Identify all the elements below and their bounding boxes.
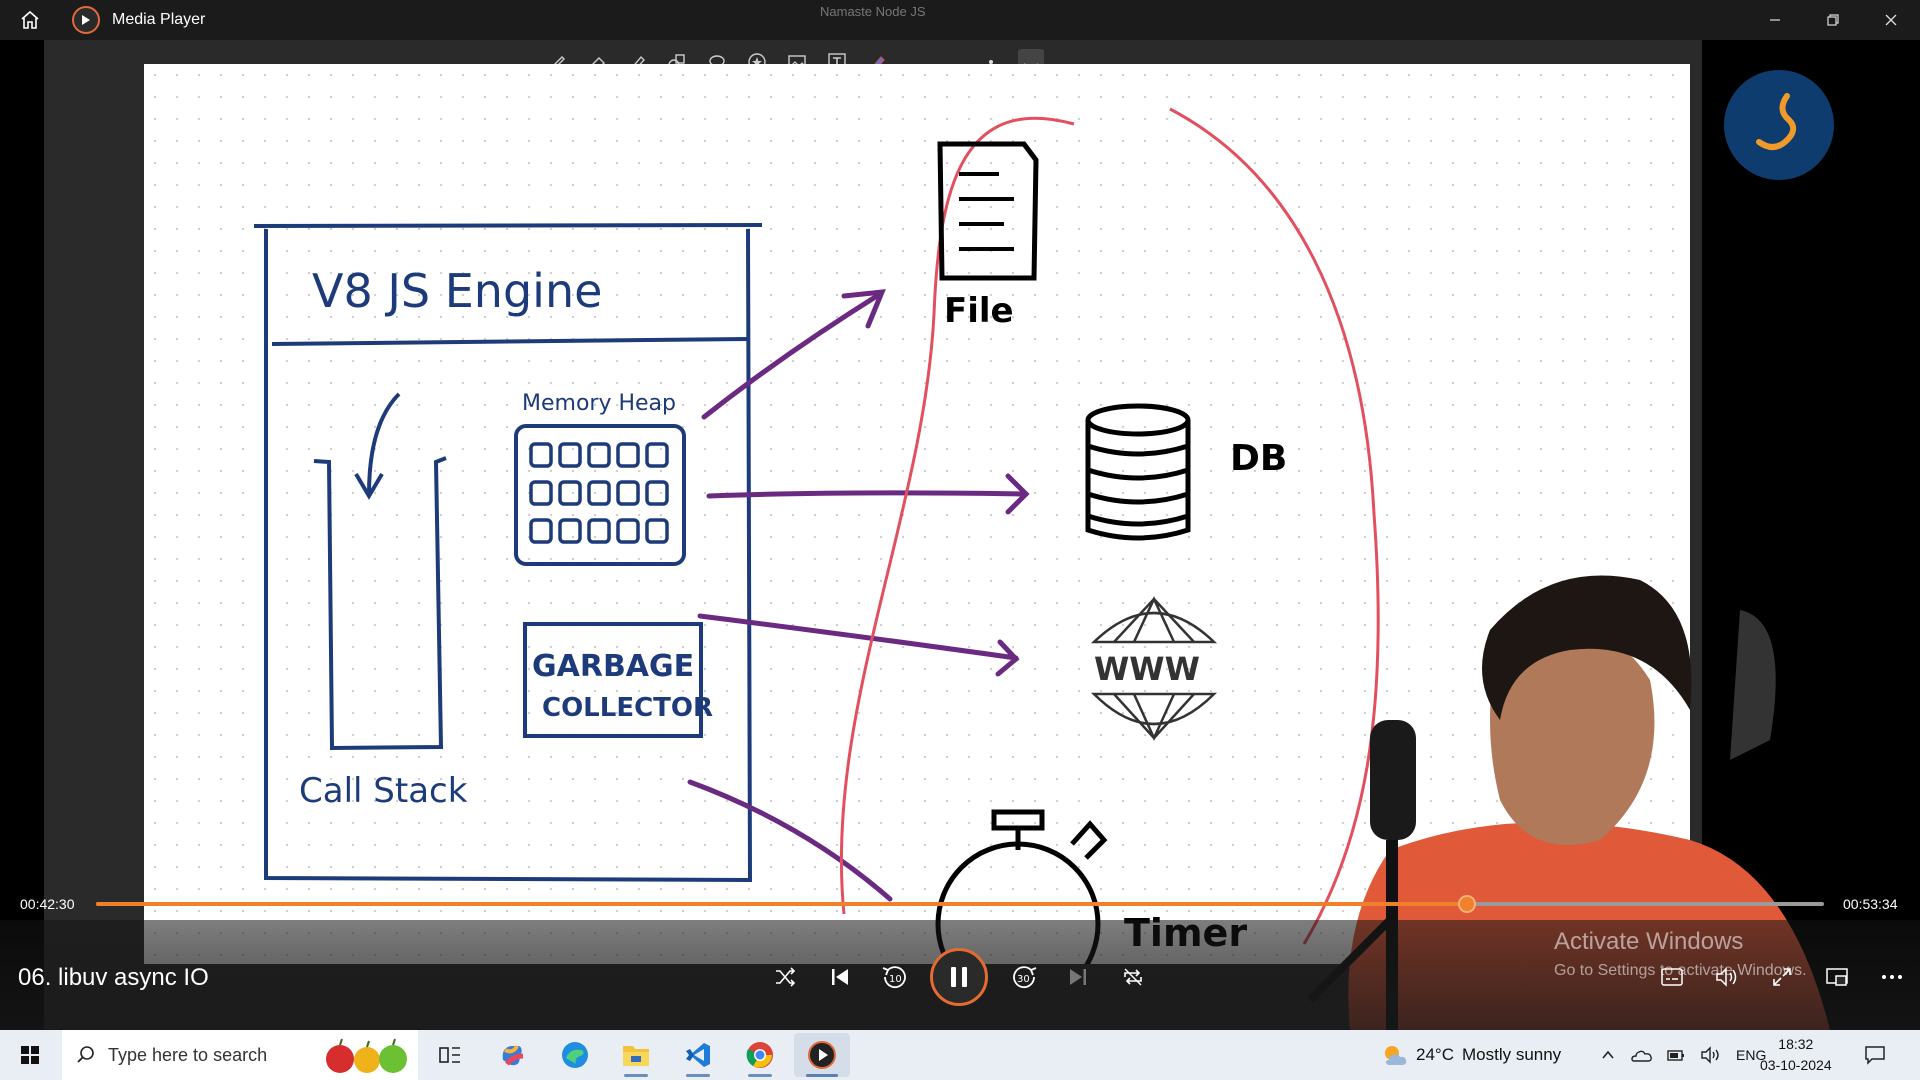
www-label: WWW	[1094, 650, 1200, 688]
edge-browser-icon[interactable]	[547, 1033, 603, 1077]
call-stack-box	[313, 392, 447, 751]
seek-progress	[96, 902, 1467, 906]
subtitles-button[interactable]	[1652, 957, 1692, 997]
close-button[interactable]	[1862, 0, 1920, 40]
battery-icon[interactable]	[1666, 1047, 1686, 1063]
rewind-seconds: 10	[889, 974, 902, 985]
whiteboard-canvas: V8 JS Engine Call Stack Memory Heap	[144, 64, 1690, 964]
minimize-button[interactable]	[1746, 0, 1804, 40]
watermark-line2: Go to Settings to activate Windows.	[1554, 962, 1807, 979]
taskbar-search-box[interactable]: Type here to search	[62, 1030, 418, 1080]
memory-heap-box	[514, 424, 686, 566]
windows-start-icon[interactable]	[8, 1030, 52, 1080]
video-area[interactable]: V8 JS Engine Call Stack Memory Heap	[0, 40, 1920, 1030]
forward-button[interactable]: 30	[1004, 957, 1044, 997]
dot-size-icon	[978, 49, 1004, 75]
media-title: 06. libuv async IO	[18, 964, 209, 991]
total-time: 00:53:34	[1843, 896, 1898, 912]
next-button[interactable]	[1058, 957, 1098, 997]
title-bar: Media Player Namaste Node JS	[0, 0, 1920, 40]
rewind-button[interactable]: 10	[875, 957, 915, 997]
volume-button[interactable]	[1707, 957, 1747, 997]
active-indicator	[806, 1074, 838, 1077]
chrome-browser-icon[interactable]	[732, 1033, 788, 1077]
taskbar-clock[interactable]: 18:32 03-10-2024	[1760, 1034, 1832, 1076]
restore-button[interactable]	[1804, 0, 1862, 40]
garbage-collector-box	[523, 622, 703, 738]
taskbar: Type here to search 24°C Mostly sunny EN…	[0, 1030, 1920, 1080]
home-icon[interactable]	[10, 0, 50, 40]
window-center-title: Namaste Node JS	[820, 4, 926, 19]
running-indicator	[624, 1074, 648, 1077]
watermark-line1: Activate Windows	[1554, 928, 1744, 955]
search-icon	[77, 1046, 94, 1063]
fullscreen-button[interactable]	[1762, 957, 1802, 997]
gc-label-line2: COLLECTOR	[542, 693, 713, 723]
task-view-icon[interactable]	[422, 1033, 478, 1077]
media-player-icon	[72, 6, 100, 34]
file-explorer-icon[interactable]	[608, 1033, 664, 1077]
file-icon	[937, 141, 1039, 281]
weather-widget[interactable]: 24°C Mostly sunny	[1380, 1030, 1561, 1080]
db-label: DB	[1230, 438, 1287, 479]
seek-thumb[interactable]	[1458, 895, 1476, 913]
media-player-taskbar-icon[interactable]	[794, 1033, 850, 1077]
libuv-boundary	[839, 107, 1380, 945]
copilot-icon[interactable]	[484, 1033, 540, 1077]
forward-seconds: 30	[1017, 974, 1030, 985]
app-title: Media Player	[112, 11, 206, 28]
search-placeholder: Type here to search	[108, 1044, 268, 1065]
notifications-icon[interactable]	[1864, 1030, 1886, 1080]
clock-time: 18:32	[1778, 1036, 1814, 1052]
weather-temp: 24°C	[1416, 1045, 1454, 1064]
miniplayer-button[interactable]	[1817, 957, 1857, 997]
io-arrows	[687, 289, 1030, 902]
system-tray: ENG	[1600, 1030, 1766, 1080]
more-options-button[interactable]	[1872, 957, 1912, 997]
speaker-icon[interactable]	[1700, 1046, 1722, 1064]
www-globe-icon	[1090, 596, 1218, 742]
channel-logo	[1724, 70, 1834, 180]
weather-sun-cloud-icon	[1385, 1046, 1407, 1065]
previous-button[interactable]	[820, 957, 860, 997]
gc-label-line1: GARBAGE	[532, 649, 694, 684]
vscode-icon[interactable]	[670, 1033, 726, 1077]
running-indicator	[748, 1074, 772, 1077]
engine-title: V8 JS Engine	[312, 264, 602, 318]
running-indicator	[686, 1074, 710, 1077]
onedrive-cloud-icon[interactable]	[1630, 1047, 1652, 1063]
pause-button[interactable]	[930, 948, 988, 1006]
recorded-app-frame: V8 JS Engine Call Stack Memory Heap	[44, 40, 1702, 1030]
chevron-up-icon[interactable]	[1600, 1047, 1616, 1063]
fruit-icon	[326, 1038, 407, 1073]
call-stack-label: Call Stack	[299, 771, 468, 811]
activate-windows-watermark: Activate Windows Go to Settings to activ…	[1554, 928, 1807, 980]
current-time: 00:42:30	[20, 896, 75, 912]
language-indicator[interactable]: ENG	[1736, 1047, 1767, 1063]
repeat-button[interactable]	[1113, 957, 1153, 997]
shuffle-button[interactable]	[765, 957, 805, 997]
weather-desc: Mostly sunny	[1461, 1045, 1562, 1064]
file-label: File	[944, 291, 1014, 331]
database-icon	[1085, 403, 1191, 541]
memory-heap-label: Memory Heap	[522, 391, 676, 416]
v8-engine-box	[253, 223, 763, 883]
clock-date: 03-10-2024	[1760, 1057, 1832, 1073]
